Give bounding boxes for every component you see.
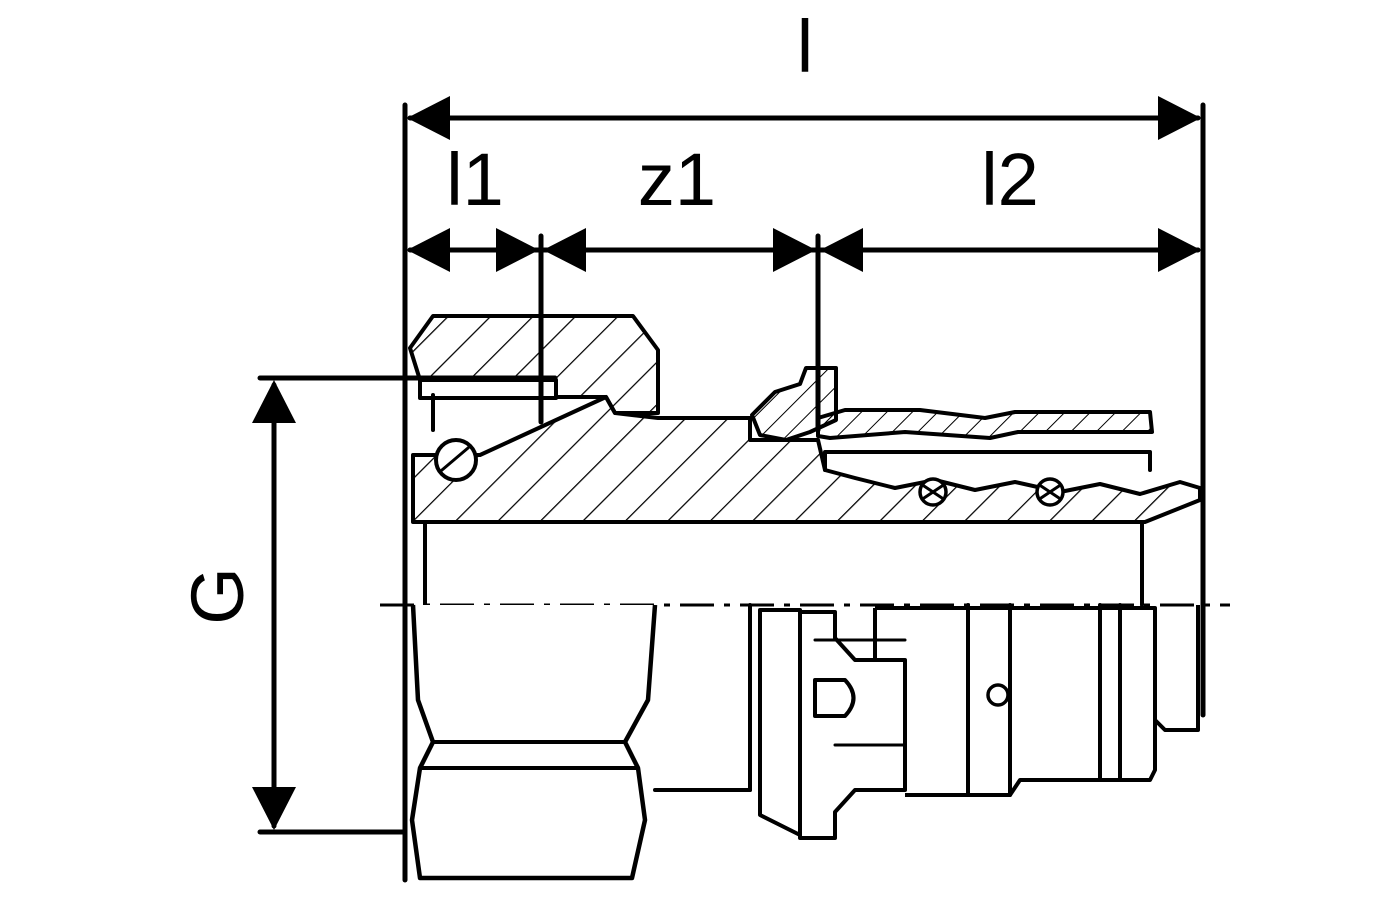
arrowhead-l1-right: [496, 228, 539, 272]
arrowhead-g-top: [252, 380, 296, 423]
collar: [758, 608, 802, 837]
retaining-clip: [750, 366, 838, 442]
view-lower: [409, 603, 1200, 881]
section-upper: [408, 314, 1202, 607]
dimension-l: [402, 96, 1206, 883]
arrowhead-l1-left: [407, 228, 450, 272]
clip-ring: [798, 610, 907, 840]
press-sleeve-outer: [873, 605, 1200, 797]
o-ring-nut-hatch: [440, 446, 470, 472]
arrowhead-l-left: [407, 96, 450, 140]
label-l1: l1: [446, 138, 504, 221]
arrowhead-l-right: [1158, 96, 1201, 140]
press-sleeve-section: [816, 408, 1154, 440]
arrowhead-l2-left: [820, 228, 863, 272]
arrowhead-l2-right: [1158, 228, 1201, 272]
label-l: l: [797, 5, 813, 88]
arrowhead-g-bottom: [252, 787, 296, 830]
arrowhead-z1-right: [773, 228, 816, 272]
clip-window: [813, 678, 856, 718]
nut-thread-line: [418, 378, 558, 400]
insert-outline: [823, 450, 1152, 472]
label-z1: z1: [638, 138, 716, 221]
label-l2: l2: [981, 138, 1039, 221]
arrowhead-z1-left: [543, 228, 586, 272]
o-ring-2-cross: [1039, 484, 1061, 500]
inspection-hole: [986, 683, 1010, 707]
label-g: G: [176, 567, 259, 625]
o-ring-1-cross: [922, 484, 944, 500]
